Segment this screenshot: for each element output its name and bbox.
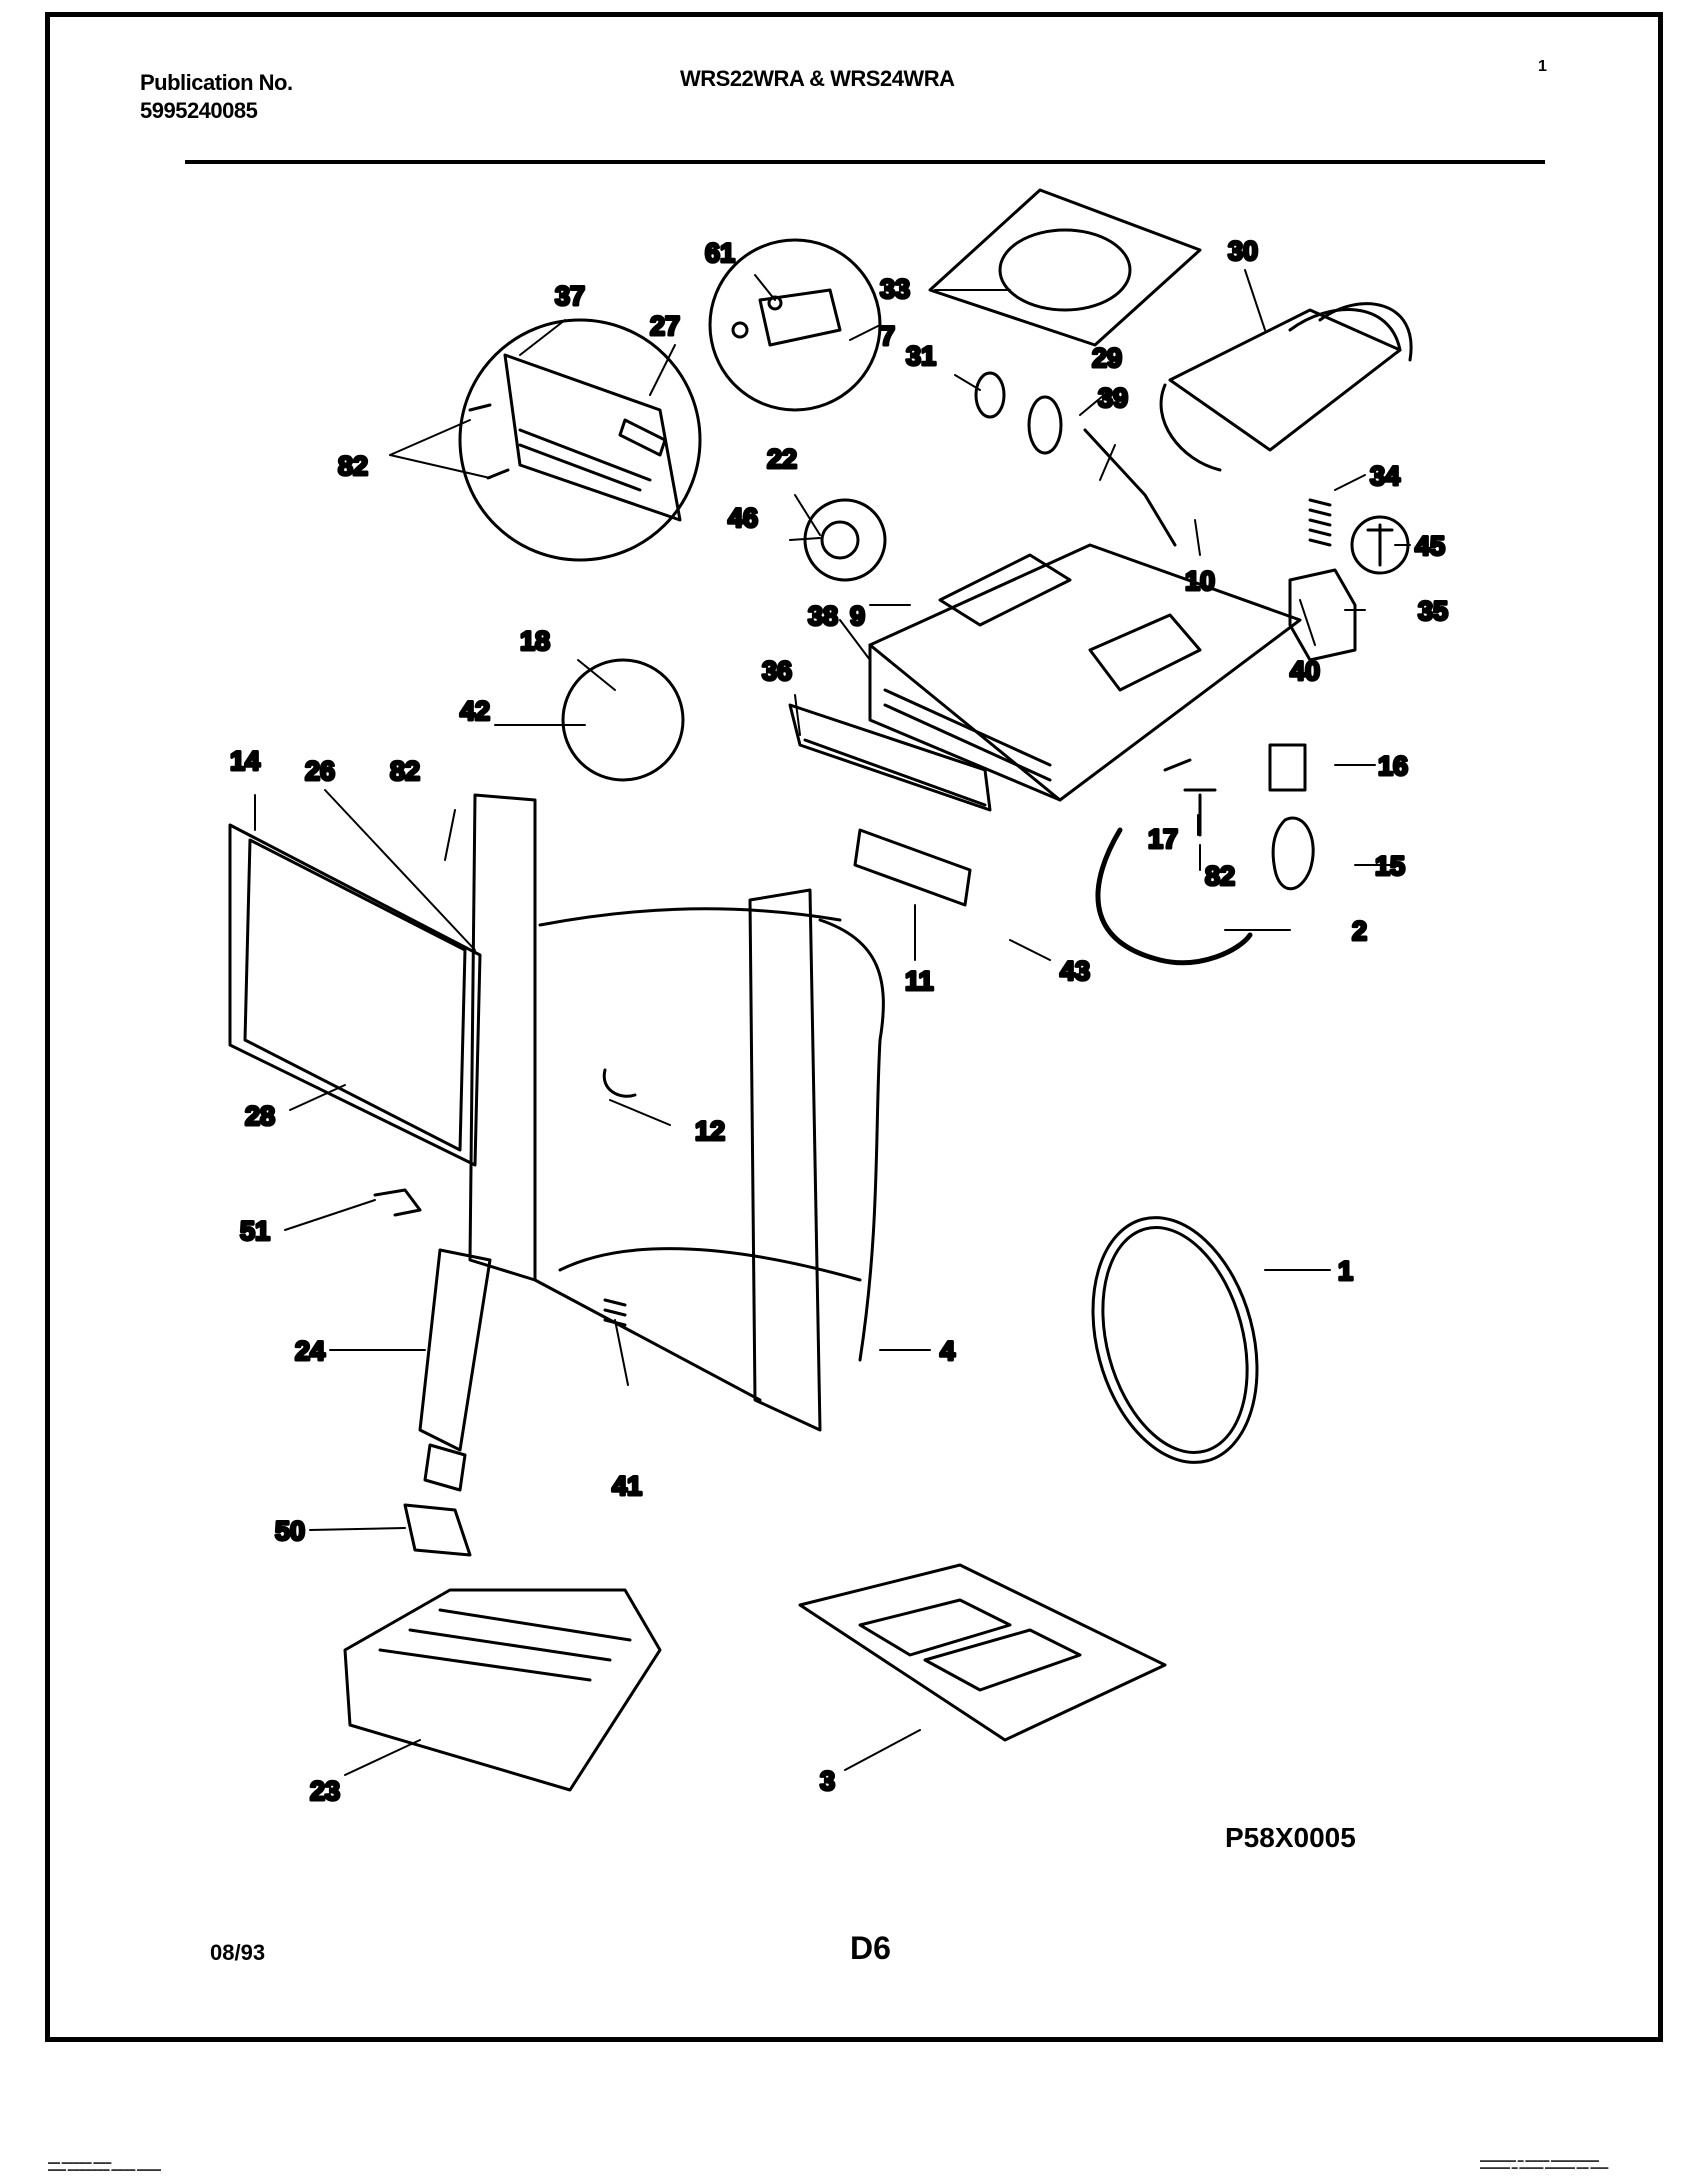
bracket-shape: [853, 828, 972, 907]
callout-29: 29: [1092, 343, 1122, 373]
callout-43: 43: [1060, 956, 1090, 986]
callout-33: 33: [880, 274, 910, 304]
callout-82-housing: 82: [1205, 861, 1235, 891]
footer-fineprint-left: ▬▬ ▬▬▬▬▬ ▬▬▬ ▬▬▬ ▬▬▬▬▬▬▬ ▬▬▬▬ ▬▬▬▬: [48, 2160, 162, 2173]
callout-61: 61: [705, 238, 735, 268]
callout-22: 22: [767, 444, 797, 474]
callout-3: 3: [820, 1766, 835, 1796]
publication-label: Publication No.: [140, 70, 293, 95]
callout-37: 37: [555, 281, 585, 311]
callout-28: 28: [245, 1101, 275, 1131]
housing-shape: [868, 543, 1302, 802]
clamp-shape: [820, 520, 860, 560]
callout-4: 4: [940, 1336, 955, 1366]
callout-82-frame: 82: [390, 756, 420, 786]
diagram-code: P58X0005: [1225, 1822, 1356, 1853]
callout-45: 45: [1415, 531, 1445, 561]
callout-35: 35: [1418, 596, 1448, 626]
detail-circle-control-board: [458, 318, 702, 562]
rod-shape: [1083, 428, 1177, 547]
callout-10: 10: [1185, 566, 1215, 596]
switch-body-shape: [758, 288, 842, 347]
callout-27: 27: [650, 311, 680, 341]
callout-14: 14: [230, 746, 260, 776]
spring-shape: [1308, 498, 1332, 547]
callout-12: 12: [695, 1116, 725, 1146]
callout-7: 7: [880, 321, 895, 351]
leader-lines: [254, 269, 1411, 1776]
callout-15: 15: [1375, 851, 1405, 881]
clip-shape: [373, 1188, 422, 1217]
callout-38: 38: [808, 601, 838, 631]
wire-harness-shape: [1095, 827, 1253, 966]
callout-50: 50: [275, 1516, 305, 1546]
page-code: D6: [850, 1930, 891, 1966]
screw-shape: [1183, 788, 1217, 837]
duct-shape: [1168, 308, 1402, 452]
pad-shape: [403, 1503, 472, 1557]
callout-24: 24: [295, 1336, 325, 1366]
callout-16: 16: [1378, 751, 1408, 781]
callout-51: 51: [240, 1216, 270, 1246]
callout-40: 40: [1290, 656, 1320, 686]
enclosure-shape: [468, 793, 537, 1282]
callout-39: 39: [1098, 383, 1128, 413]
callout-17: 17: [1148, 824, 1178, 854]
parts-sheet: [45, 12, 1663, 2042]
heater-shape: [798, 1563, 1167, 1742]
callout-82-board: 82: [338, 451, 368, 481]
callout-26: 26: [305, 756, 335, 786]
lever-shape: [418, 1248, 492, 1452]
disc-shape: [1027, 395, 1063, 455]
control-board-shape: [503, 353, 682, 522]
callout-34: 34: [1370, 461, 1400, 491]
panel-shape: [788, 703, 992, 812]
bulb-shape: [1271, 816, 1315, 891]
solenoid-shape: [1288, 568, 1357, 662]
callout-30: 30: [1228, 236, 1258, 266]
footer-fineprint-right: ▬▬▬▬▬▬ ▬ ▬▬▬▬ ▬▬▬▬▬▬▬▬ ▬▬▬▬▬ ▬ ▬▬▬▬ ▬▬▬▬…: [1480, 2158, 1609, 2171]
callout-18: 18: [520, 626, 550, 656]
callout-46: 46: [728, 503, 758, 533]
callout-36: 36: [762, 656, 792, 686]
callout-31: 31: [906, 341, 936, 371]
callout-2: 2: [1352, 916, 1367, 946]
drip-tray-shape: [343, 1588, 662, 1792]
revision-date: 08/93: [210, 1940, 266, 1965]
model-numbers: WRS22WRA & WRS24WRA: [680, 66, 955, 91]
callout-23: 23: [310, 1776, 340, 1806]
socket-shape: [1268, 743, 1307, 792]
display-frame-shape: [228, 823, 482, 1167]
header-rule: [185, 160, 1545, 164]
callout-9: 9: [850, 601, 865, 631]
page-number: 1: [1538, 58, 1547, 75]
callout-41: 41: [612, 1471, 642, 1501]
ring-shape: [974, 371, 1006, 419]
tube-loop-shape: [1091, 1216, 1259, 1464]
callout-11: 11: [905, 966, 934, 996]
callout-42: 42: [460, 696, 490, 726]
callout-1: 1: [1338, 1256, 1353, 1286]
publication-number: 5995240085: [140, 98, 258, 123]
detail-circle-spring: [561, 658, 685, 782]
top-plate-shape: [928, 188, 1202, 347]
detail-circle-bracket: [803, 498, 887, 582]
board-connector-shape: [618, 418, 667, 457]
